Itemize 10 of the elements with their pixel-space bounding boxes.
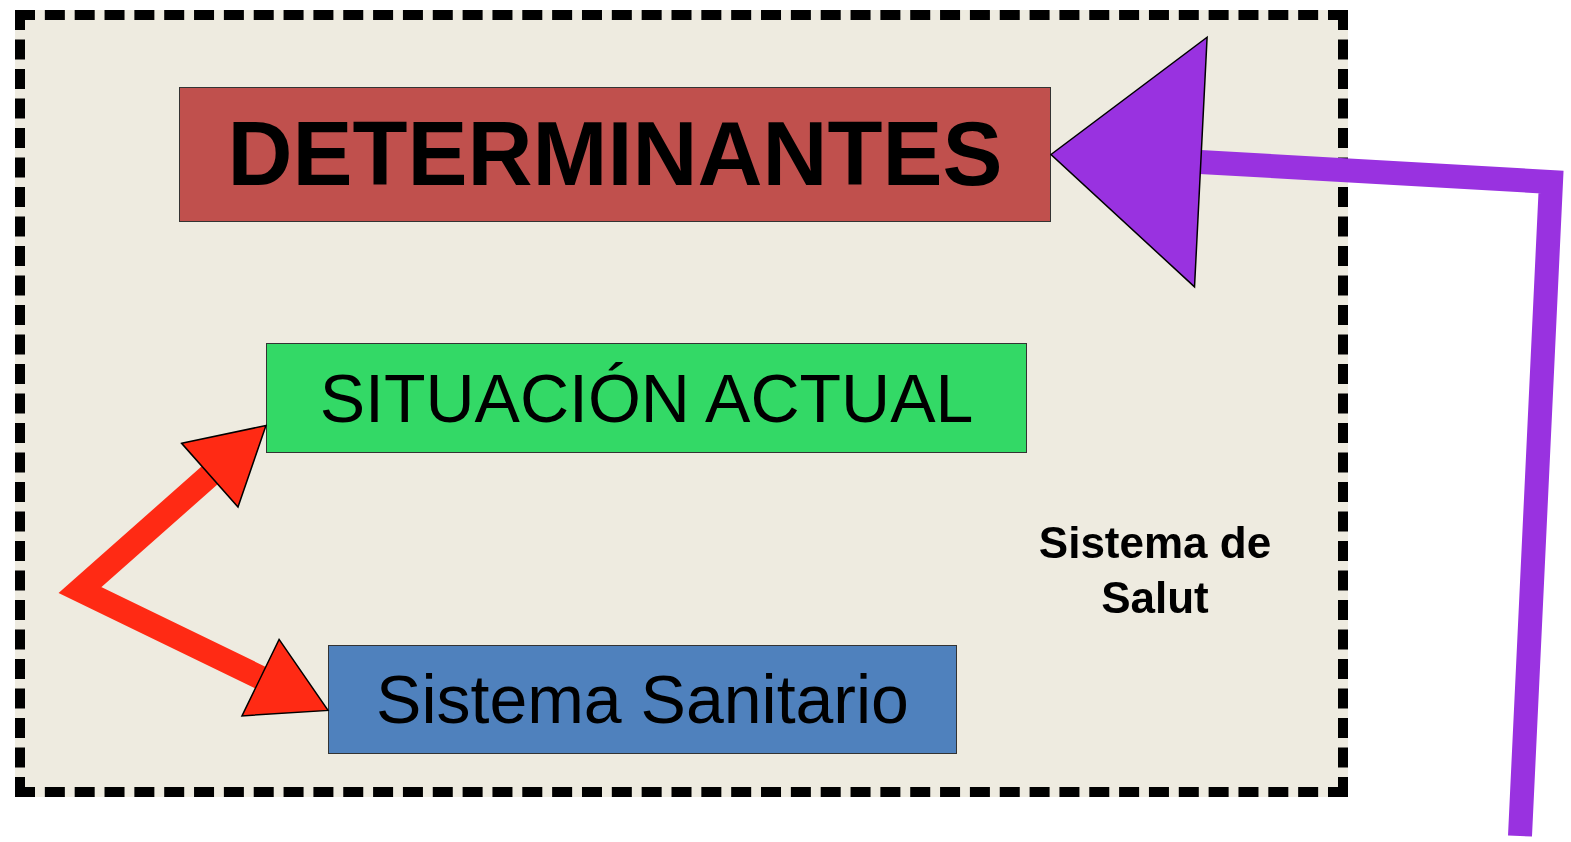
process-box [179,87,1051,222]
box-label: DETERMINANTES [227,103,1003,207]
process-box [328,645,957,754]
frame-label: Sistema de Salut [1037,517,1273,624]
box-label: SITUACIÓN ACTUAL [319,358,974,438]
process-box [266,343,1027,453]
box-label: Sistema Sanitario [376,660,909,739]
system-frame [15,10,1348,797]
block-arrow [58,424,329,717]
block-arrow [1050,36,1564,837]
